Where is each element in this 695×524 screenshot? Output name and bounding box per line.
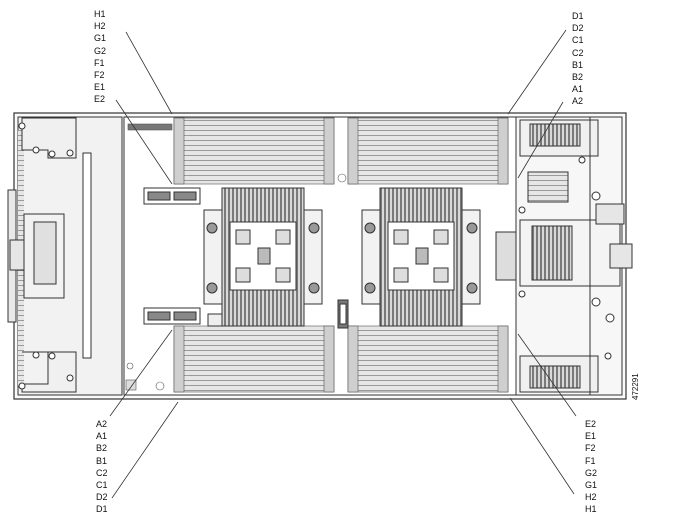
slot-label: F2 (94, 70, 105, 81)
connectors (143, 187, 349, 329)
slot-label: G1 (585, 480, 598, 491)
slot-label: G2 (94, 45, 107, 56)
slot-label: D2 (572, 23, 584, 34)
slot-label: C2 (572, 47, 584, 58)
slot-label: E2 (94, 94, 106, 105)
slot-label: C1 (572, 35, 584, 46)
slot-label: D1 (96, 504, 108, 515)
front-module (9, 117, 77, 393)
slot-label: E1 (94, 82, 106, 93)
label-stack-top-left: H1 H2 G1 G2 F1 F2 E1 E2 (94, 8, 106, 106)
slot-label: E2 (585, 419, 597, 429)
slot-label: A1 (96, 431, 108, 442)
slot-label: D1 (572, 11, 584, 21)
slot-label: A1 (572, 84, 584, 95)
slot-label: B2 (96, 443, 108, 454)
leader-lines (109, 29, 577, 499)
slot-label: E1 (585, 431, 597, 442)
slot-label: H2 (585, 492, 597, 503)
label-stack-top-right: D1 D2 C1 C2 B1 B2 A1 A2 (572, 10, 584, 108)
slot-label: F1 (94, 57, 105, 68)
figure-id: 472291 (631, 373, 640, 400)
slot-label: H2 (94, 21, 106, 32)
slot-label: B1 (96, 455, 108, 466)
slot-label: G1 (94, 33, 107, 44)
label-stack-bottom-left: A2 A1 B2 B1 C2 C1 D2 D1 (96, 418, 108, 516)
cpu-heatsink-2 (361, 187, 481, 327)
rear-module (495, 117, 633, 395)
slot-label: F2 (585, 443, 596, 454)
slot-label: A2 (572, 96, 584, 107)
slot-label: D2 (96, 492, 108, 503)
slot-label: H1 (585, 504, 597, 515)
slot-label: G2 (585, 467, 598, 478)
slot-label: B1 (572, 59, 584, 70)
slot-label: C2 (96, 467, 108, 478)
slot-label: F1 (585, 455, 596, 466)
dimm-bank-bottom (125, 325, 509, 393)
slot-label: H1 (94, 9, 106, 19)
dimm-bank-top (127, 117, 509, 185)
label-stack-bottom-right: E2 E1 F2 F1 G2 G1 H2 H1 (585, 418, 597, 516)
slot-label: A2 (96, 419, 108, 429)
slot-label: B2 (572, 72, 584, 83)
slot-label: C1 (96, 480, 108, 491)
cpu-heatsink-1 (203, 187, 323, 327)
